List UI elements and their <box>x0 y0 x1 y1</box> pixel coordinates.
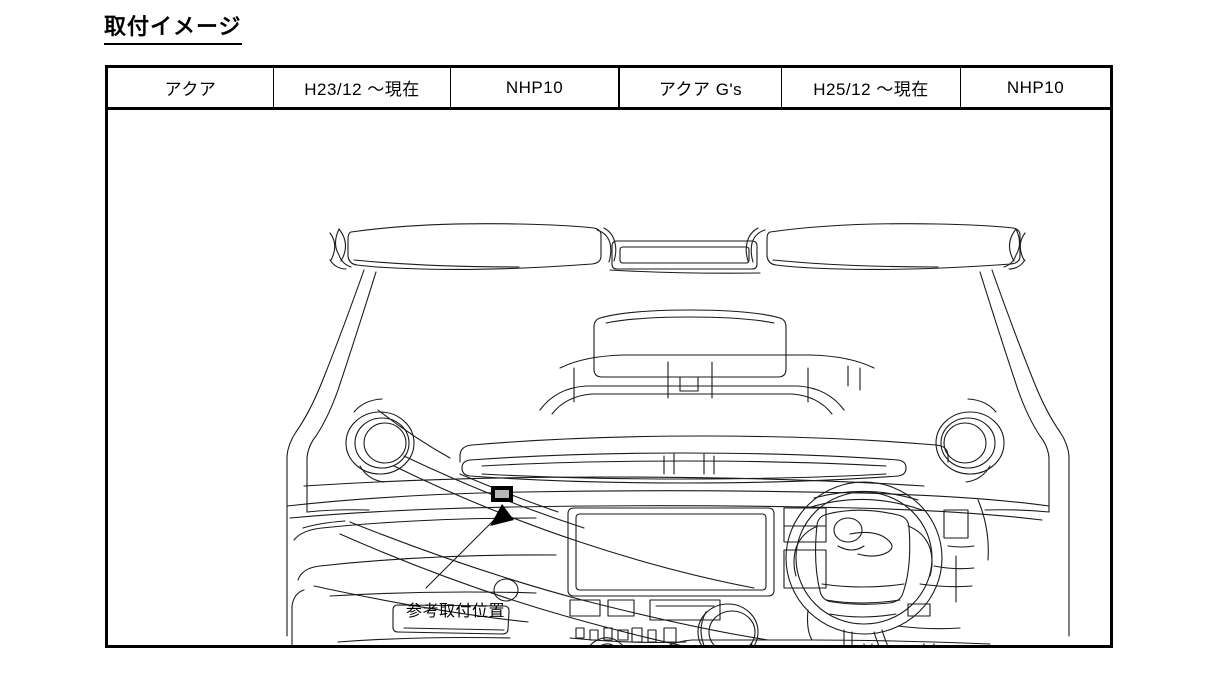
installation-position-label: 参考取付位置 <box>406 603 506 620</box>
table-cell-code-1: NHP10 <box>451 68 620 107</box>
a-pillar-right <box>979 269 1070 637</box>
annotation-leader-line <box>425 513 501 589</box>
table-cell-period-2: H25/12 ～現在 <box>782 68 961 107</box>
a-pillar-left <box>286 269 377 637</box>
air-vent-right <box>935 398 1005 483</box>
table-header-row: アクア H23/12 ～現在 NHP10 アクア G's H25/12 ～現在 … <box>108 68 1110 110</box>
rearview-mirror <box>593 309 787 392</box>
page-title: 取付イメージ <box>104 13 242 45</box>
table-cell-model-1: アクア <box>108 68 274 107</box>
installation-position-marker <box>491 486 513 502</box>
installation-illustration: 参考取付位置 <box>108 110 1110 645</box>
headliner-group <box>329 223 1026 274</box>
table-cell-code-2: NHP10 <box>1006 77 1065 97</box>
center-dashboard <box>303 354 949 645</box>
table-cell-period-1: H23/12 ～現在 <box>274 68 451 107</box>
steering-wheel <box>785 481 943 645</box>
right-lower-dash <box>897 499 989 630</box>
table-cell-model-2: アクア G's <box>620 68 782 107</box>
dashboard-crease-lines <box>313 409 769 645</box>
vehicle-spec-table: アクア H23/12 ～現在 NHP10 アクア G's H25/12 ～現在 … <box>105 65 1113 648</box>
dashboard-body <box>286 490 1050 645</box>
annotation-arrow-icon <box>490 504 514 526</box>
car-interior-line-drawing <box>286 223 1070 645</box>
dash-knob-left <box>493 578 519 602</box>
lower-console-and-pedals <box>589 609 991 645</box>
